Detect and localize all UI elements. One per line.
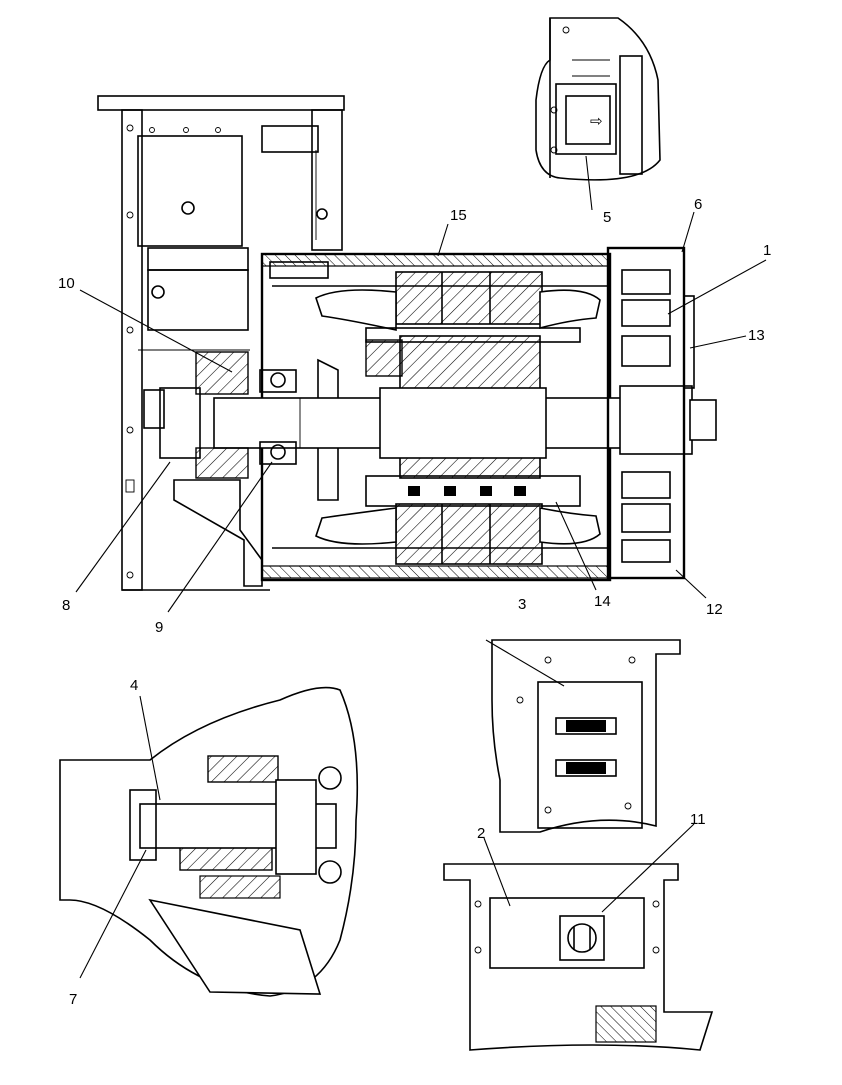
arrow-glyph: ⇨ [590,113,603,130]
callout-1: 1 [763,242,771,259]
detail-view-2 [443,863,714,1051]
callout-2: 2 [477,825,485,842]
non-drive-end-bearing [143,351,297,587]
callout-12: 12 [706,601,723,618]
shaft [213,385,717,459]
callout-10: 10 [58,275,75,292]
stator-end-windings [315,289,601,545]
drive-end-hub [606,246,695,580]
callout-4: 4 [130,677,138,694]
callout-11: 11 [690,811,706,828]
callout-8: 8 [62,597,70,614]
detail-view-4 [59,686,359,997]
rotor [317,327,581,507]
callout-5: 5 [603,209,611,226]
callout-6: 6 [694,196,702,213]
callout-9: 9 [155,619,163,636]
callout-14: 14 [594,593,611,610]
main-assembly-view [97,95,717,591]
detail-view-5: ⇨ [535,17,661,181]
callout-leaders [75,155,767,979]
callout-15: 15 [450,207,467,224]
callout-13: 13 [748,327,765,344]
detail-view-3 [491,639,681,833]
terminal-box [97,95,345,591]
callout-3: 3 [518,596,526,613]
callout-labels: 1 2 3 4 5 6 7 8 9 10 11 12 13 14 15 [58,196,771,1008]
callout-7: 7 [69,991,77,1008]
